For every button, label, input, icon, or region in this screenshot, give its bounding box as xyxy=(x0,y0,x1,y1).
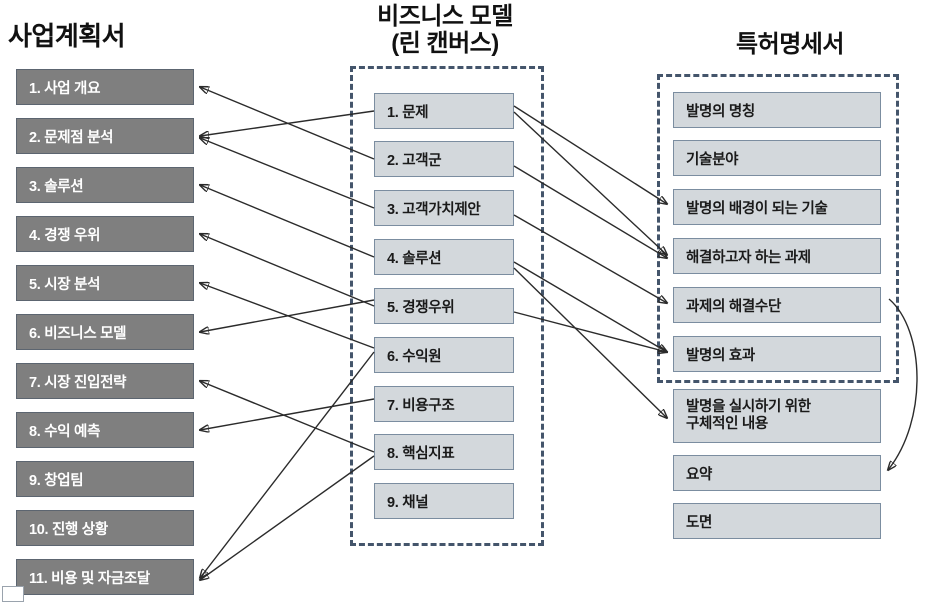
patent-item-9[interactable]: 도면 xyxy=(673,503,881,539)
lean-canvas-item-4[interactable]: 4. 솔루션 xyxy=(374,239,514,275)
business-plan-item-2[interactable]: 2. 문제점 분석 xyxy=(16,118,194,154)
business-plan-item-5[interactable]: 5. 시장 분석 xyxy=(16,265,194,301)
lean-canvas-item-1-label: 1. 문제 xyxy=(387,104,429,121)
patent-item-2[interactable]: 기술분야 xyxy=(673,140,881,176)
business-plan-item-6[interactable]: 6. 비즈니스 모델 xyxy=(16,314,194,350)
lean-canvas-item-4-label: 4. 솔루션 xyxy=(387,250,442,267)
lean-canvas-item-8-label: 8. 핵심지표 xyxy=(387,445,455,462)
patent-item-1[interactable]: 발명의 명칭 xyxy=(673,92,881,128)
business-plan-item-9[interactable]: 9. 창업팀 xyxy=(16,461,194,497)
patent-item-6[interactable]: 발명의 효과 xyxy=(673,336,881,372)
patent-item-5[interactable]: 과제의 해결수단 xyxy=(673,287,881,323)
lean-canvas-item-5[interactable]: 5. 경쟁우위 xyxy=(374,288,514,324)
arrow-lean6-to-plan5 xyxy=(200,283,375,349)
lean-canvas-item-2-label: 2. 고객군 xyxy=(387,152,442,169)
arrow-lean8-to-plan7 xyxy=(200,381,375,453)
arrow-lean5-to-plan4 xyxy=(200,234,375,307)
patent-item-2-label: 기술분야 xyxy=(686,151,739,168)
business-plan-item-3-label: 3. 솔루션 xyxy=(29,178,84,195)
patent-item-4-label: 해결하고자 하는 과제 xyxy=(686,249,811,266)
arrow-lean5-to-plan6 xyxy=(200,299,375,332)
patent-item-8-label: 요약 xyxy=(686,466,713,483)
arrow-lean8-to-plan11 xyxy=(200,455,375,580)
lean-canvas-item-1[interactable]: 1. 문제 xyxy=(374,93,514,129)
arrow-lean2-to-plan1 xyxy=(200,87,375,160)
lean-canvas-item-8[interactable]: 8. 핵심지표 xyxy=(374,434,514,470)
arrow-lean4-to-plan3 xyxy=(200,185,375,258)
patent-item-3[interactable]: 발명의 배경이 되는 기술 xyxy=(673,189,881,225)
patent-item-4[interactable]: 해결하고자 하는 과제 xyxy=(673,238,881,274)
title-business-plan: 사업계획서 xyxy=(8,21,126,51)
patent-item-7-label: 발명을 실시하기 위한 구체적인 내용 xyxy=(686,398,811,432)
business-plan-item-2-label: 2. 문제점 분석 xyxy=(29,129,114,146)
business-plan-item-8-label: 8. 수익 예측 xyxy=(29,423,101,440)
lean-canvas-item-6-label: 6. 수익원 xyxy=(387,348,442,365)
lean-canvas-item-2[interactable]: 2. 고객군 xyxy=(374,141,514,177)
business-plan-item-6-label: 6. 비즈니스 모델 xyxy=(29,325,127,342)
business-plan-item-11-label: 11. 비용 및 자금조달 xyxy=(29,570,150,587)
business-plan-item-10[interactable]: 10. 진행 상황 xyxy=(16,510,194,546)
arrow-lean3-to-plan2 xyxy=(200,138,375,209)
business-plan-item-1-label: 1. 사업 개요 xyxy=(29,80,101,97)
lean-canvas-item-5-label: 5. 경쟁우위 xyxy=(387,299,455,316)
patent-item-7[interactable]: 발명을 실시하기 위한 구체적인 내용 xyxy=(673,389,881,443)
patent-item-3-label: 발명의 배경이 되는 기술 xyxy=(686,200,828,217)
business-plan-item-7-label: 7. 시장 진입전략 xyxy=(29,374,127,391)
business-plan-item-10-label: 10. 진행 상황 xyxy=(29,521,108,538)
lean-canvas-item-9[interactable]: 9. 채널 xyxy=(374,483,514,519)
business-plan-item-7[interactable]: 7. 시장 진입전략 xyxy=(16,363,194,399)
patent-item-6-label: 발명의 효과 xyxy=(686,347,755,364)
business-plan-item-9-label: 9. 창업팀 xyxy=(29,472,84,489)
business-plan-item-11[interactable]: 11. 비용 및 자금조달 xyxy=(16,559,194,595)
patent-item-1-label: 발명의 명칭 xyxy=(686,103,755,120)
arrow-lean7-to-plan8 xyxy=(200,398,375,430)
arrow-lean6-to-plan11 xyxy=(200,351,375,578)
lean-canvas-item-9-label: 9. 채널 xyxy=(387,494,429,511)
business-plan-item-1[interactable]: 1. 사업 개요 xyxy=(16,69,194,105)
lean-canvas-item-6[interactable]: 6. 수익원 xyxy=(374,337,514,373)
business-plan-item-4-label: 4. 경쟁 우위 xyxy=(29,227,101,244)
arrow-lean1-to-plan2 xyxy=(200,110,375,136)
lean-canvas-item-7-label: 7. 비용구조 xyxy=(387,397,455,414)
lean-canvas-item-7[interactable]: 7. 비용구조 xyxy=(374,386,514,422)
business-plan-item-4[interactable]: 4. 경쟁 우위 xyxy=(16,216,194,252)
lean-canvas-item-3-label: 3. 고객가치제안 xyxy=(387,201,481,218)
patent-item-9-label: 도면 xyxy=(686,514,713,531)
business-plan-item-3[interactable]: 3. 솔루션 xyxy=(16,167,194,203)
title-patent-specification: 특허명세서 xyxy=(736,31,844,58)
business-plan-item-8[interactable]: 8. 수익 예측 xyxy=(16,412,194,448)
patent-item-5-label: 과제의 해결수단 xyxy=(686,298,782,315)
business-plan-item-5-label: 5. 시장 분석 xyxy=(29,276,101,293)
patent-item-8[interactable]: 요약 xyxy=(673,455,881,491)
lean-canvas-item-3[interactable]: 3. 고객가치제안 xyxy=(374,190,514,226)
title-lean-canvas: 비즈니스 모델 (린 캔버스) xyxy=(377,3,513,57)
